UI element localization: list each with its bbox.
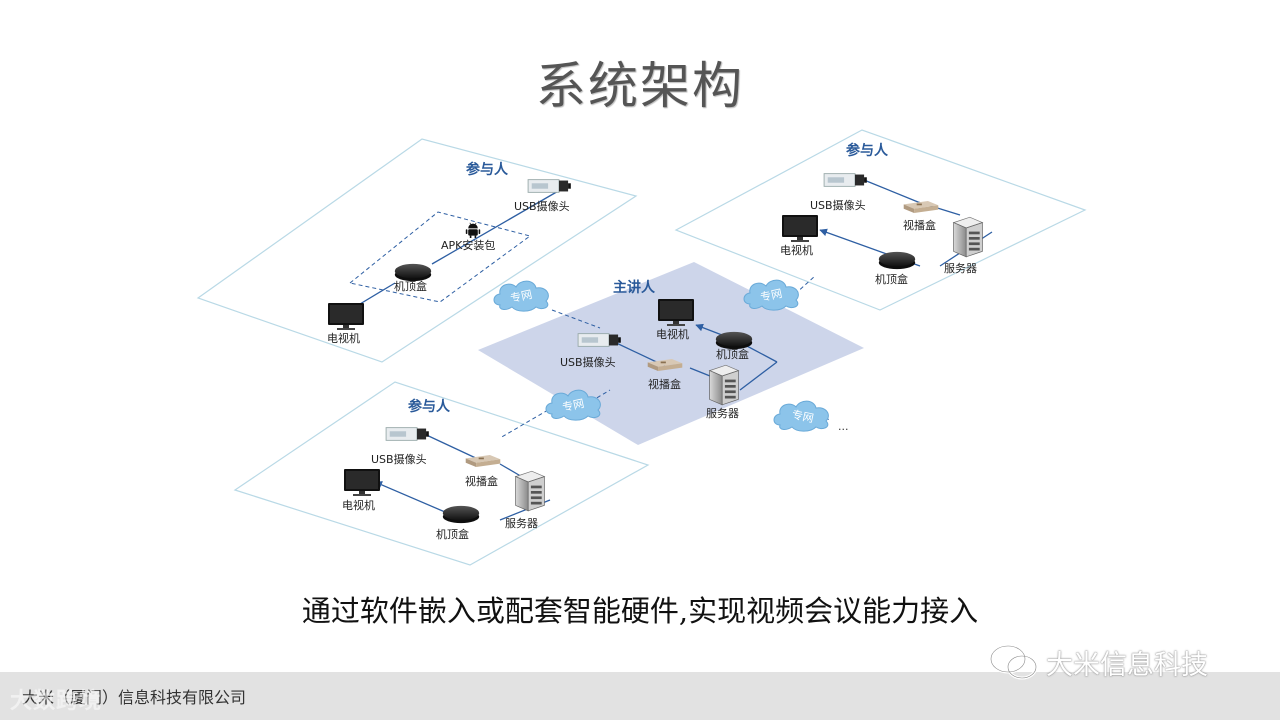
svg-text:电视机: 电视机	[342, 498, 375, 512]
svg-text:服务器: 服务器	[944, 262, 977, 275]
usb-camera-icon	[577, 333, 622, 347]
zone-title: 参与人	[846, 142, 889, 159]
slide-title: 系统架构	[536, 57, 744, 115]
apk-area	[348, 211, 532, 303]
svg-text:机顶盒: 机顶盒	[436, 527, 469, 541]
svg-text:电视机: 电视机	[656, 327, 689, 341]
tv-icon	[782, 215, 818, 242]
slide-caption: 通过软件嵌入或配套智能硬件,实现视频会议能力接入	[301, 594, 979, 628]
svg-text:机顶盒: 机顶盒	[875, 272, 908, 286]
svg-text:电视机: 电视机	[780, 243, 813, 257]
zone-title: 参与人	[408, 398, 451, 415]
svg-text:视播盒: 视播盒	[903, 218, 936, 232]
video-box-icon	[903, 200, 939, 214]
server-icon	[709, 364, 739, 406]
wechat-account-name: 大米信息科技	[1046, 649, 1208, 681]
zone-participant-top-left	[196, 138, 638, 363]
android-icon	[465, 222, 481, 239]
participant-top-left: 参与人 USB摄像头 APK安装包 机顶盒 电视机	[327, 161, 572, 345]
svg-text:服务器: 服务器	[505, 517, 538, 530]
more-ellipsis: ...	[838, 420, 849, 433]
svg-text:电视机: 电视机	[327, 331, 360, 345]
zone-participant-bottom-left	[233, 381, 650, 566]
cloud-icon: 专网	[545, 389, 601, 421]
svg-text:APK安装包: APK安装包	[441, 238, 495, 252]
svg-text:专网: 专网	[561, 396, 585, 414]
wechat-account-badge: 大米信息科技	[988, 642, 1208, 682]
svg-text:USB摄像头: USB摄像头	[514, 199, 570, 213]
participant-bottom-left: 参与人 USB摄像头 视播盒 电视机 服务器 机顶盒	[342, 398, 545, 541]
participant-top-right: 参与人 USB摄像头 视播盒 电视机 服务器 机顶盒	[780, 142, 983, 286]
svg-text:USB摄像头: USB摄像头	[560, 355, 616, 369]
wechat-icon	[989, 644, 1038, 680]
watermark: 大数跨境	[10, 689, 103, 714]
zone-title: 参与人	[466, 161, 509, 178]
video-box-icon	[465, 454, 501, 468]
cloud-icon: 专网	[743, 279, 799, 311]
svg-text:专网: 专网	[509, 287, 533, 305]
svg-text:USB摄像头: USB摄像头	[810, 198, 866, 212]
server-icon	[953, 216, 983, 258]
set-top-box-icon	[715, 331, 753, 350]
set-top-box-icon	[394, 263, 432, 282]
usb-camera-icon	[527, 179, 572, 193]
set-top-box-icon	[878, 251, 916, 270]
company-name: 大米（厦门）信息科技有限公司	[22, 688, 247, 707]
svg-text:机顶盒: 机顶盒	[394, 279, 427, 293]
svg-text:专网: 专网	[759, 286, 783, 304]
zone-title: 主讲人	[613, 279, 656, 296]
footer-bar	[0, 672, 1280, 720]
svg-text:视播盒: 视播盒	[465, 474, 498, 488]
cloud-icon: 专网	[773, 400, 829, 432]
presenter-zone: 主讲人 电视机 机顶盒 USB摄像头 视播盒 服务器	[560, 279, 753, 420]
svg-text:专网: 专网	[791, 407, 815, 425]
usb-camera-icon	[385, 427, 430, 441]
zone-participant-top-right	[674, 129, 1087, 311]
svg-text:USB摄像头: USB摄像头	[371, 452, 427, 466]
tv-icon	[344, 469, 380, 496]
tv-icon	[328, 303, 364, 330]
set-top-box-icon	[442, 505, 480, 524]
usb-camera-icon	[823, 173, 868, 187]
cloud-icon: 专网	[493, 280, 549, 312]
server-icon	[515, 470, 545, 512]
architecture-diagram: 专网 专网 专网 专网 ... 参与人 USB摄像头 APK安装包 机顶盒 电视…	[196, 129, 1087, 566]
svg-text:服务器: 服务器	[706, 407, 739, 420]
svg-text:机顶盒: 机顶盒	[716, 347, 749, 361]
svg-text:视播盒: 视播盒	[648, 377, 681, 391]
